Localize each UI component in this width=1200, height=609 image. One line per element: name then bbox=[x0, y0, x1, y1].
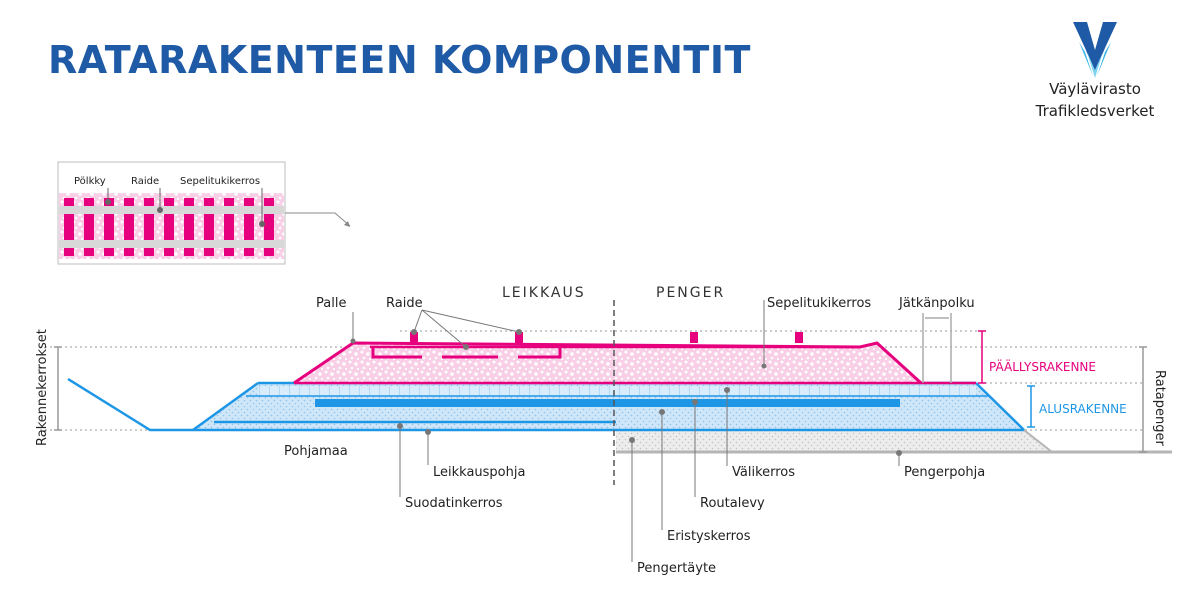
inset-top-view: Pölkky Raide Sepelitukikerros bbox=[57, 161, 351, 265]
label-eristyskerros: Eristyskerros bbox=[667, 529, 751, 544]
logo-text-line2: Trafikledsverket bbox=[1035, 102, 1155, 120]
sepelitukikerros-fill bbox=[294, 343, 921, 383]
cross-section: LEIKKAUS PENGER Palle Raide Sepelitukike… bbox=[35, 285, 1172, 576]
label-raide: Raide bbox=[386, 296, 423, 311]
inset-sleepers bbox=[64, 198, 274, 256]
label-leikkauspohja: Leikkauspohja bbox=[433, 465, 525, 480]
logo-text-line1: Väylävirasto bbox=[1049, 80, 1141, 98]
rakennekerrokset-bracket bbox=[54, 346, 62, 431]
jatkanpolku-dimension bbox=[922, 313, 952, 383]
inset-label-raide: Raide bbox=[131, 176, 159, 187]
inset-pointer-arrow bbox=[285, 212, 351, 227]
label-rakennekerrokset: Rakennekerrokset bbox=[35, 329, 50, 446]
logo: Väylävirasto Trafikledsverket bbox=[1030, 22, 1160, 122]
label-pengertayte: Pengertäyte bbox=[637, 561, 716, 576]
label-alusrakenne: ALUSRAKENNE bbox=[1039, 402, 1127, 416]
label-paallysrakenne: PÄÄLLYSRAKENNE bbox=[989, 359, 1096, 374]
pengertayte-fill bbox=[616, 430, 1052, 452]
alusrakenne-bracket bbox=[1027, 385, 1035, 428]
section-penger: PENGER bbox=[656, 285, 725, 301]
ground-line bbox=[67, 377, 1024, 432]
inset-label-polkky: Pölkky bbox=[74, 176, 106, 187]
label-suodatinkerros: Suodatinkerros bbox=[405, 496, 503, 511]
vaylavirasto-logo-icon bbox=[1073, 22, 1117, 78]
label-palle: Palle bbox=[316, 296, 346, 311]
label-valikerros: Välikerros bbox=[732, 465, 795, 480]
inset-label-sepelitukikerros: Sepelitukikerros bbox=[180, 176, 260, 187]
label-routalevy: Routalevy bbox=[700, 496, 765, 511]
label-pengerpohja: Pengerpohja bbox=[904, 465, 985, 480]
valikerros-fill bbox=[258, 386, 976, 396]
label-pohjamaa: Pohjamaa bbox=[284, 444, 348, 459]
section-leikkaus: LEIKKAUS bbox=[502, 285, 586, 301]
label-ratapenger: Ratapenger bbox=[1152, 370, 1167, 447]
ratapenger-bracket bbox=[1139, 346, 1147, 453]
paallysrakenne-bracket bbox=[978, 330, 986, 384]
sleepers bbox=[371, 347, 562, 359]
routalevy bbox=[315, 399, 900, 407]
label-jatkanpolku: Jätkänpolku bbox=[898, 296, 975, 311]
page-title: RATARAKENTEEN KOMPONENTIT bbox=[48, 38, 751, 82]
label-sepelitukikerros: Sepelitukikerros bbox=[767, 296, 871, 311]
rails bbox=[410, 332, 803, 343]
